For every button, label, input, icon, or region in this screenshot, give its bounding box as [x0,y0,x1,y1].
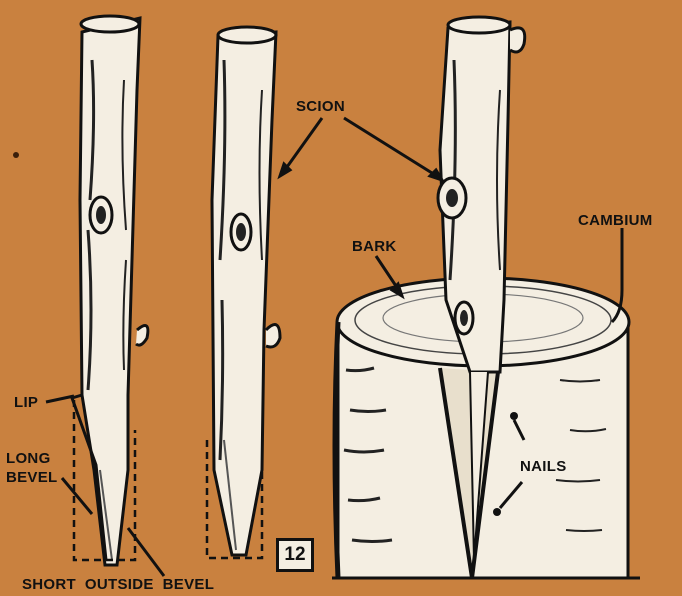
label-cambium: CAMBIUM [578,212,653,229]
nail-icon [493,508,501,516]
label-short-outside-bevel: SHORT OUTSIDE BEVEL [22,576,214,593]
scion-left [72,16,148,565]
label-bark: BARK [352,238,397,255]
scion-middle [207,27,280,558]
nail-icon [510,412,518,420]
label-lip: LIP [14,394,38,411]
label-scion: SCION [296,98,345,115]
figure-number-badge: 12 [276,538,314,572]
label-bevel: BEVEL [6,469,58,486]
label-long: LONG [6,450,51,467]
label-nails: NAILS [520,458,567,475]
